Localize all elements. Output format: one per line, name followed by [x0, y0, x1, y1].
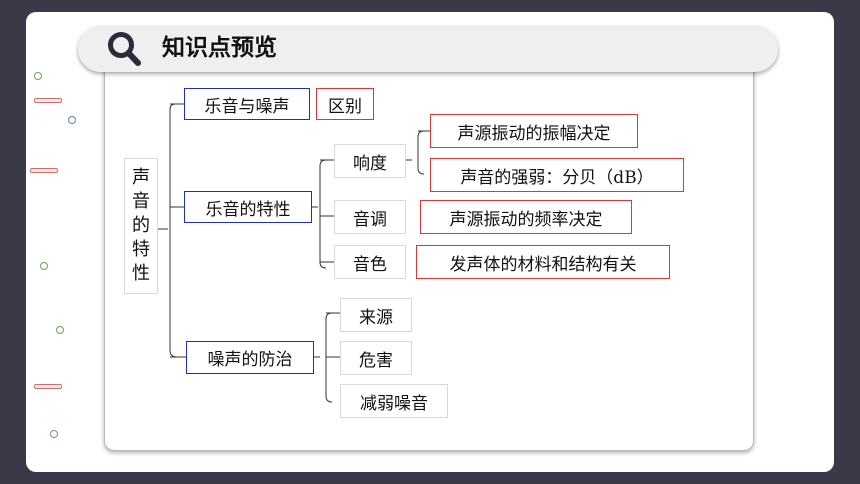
mindmap-root-char: 声 — [132, 167, 150, 188]
detail-material: 发声体的材料和结构有关 — [416, 245, 670, 279]
decorative-dot — [56, 326, 64, 334]
header-bar — [78, 26, 778, 72]
detail-difference: 区别 — [316, 88, 374, 120]
search-icon — [108, 32, 141, 66]
branch-music-characteristics: 乐音的特性 — [184, 191, 312, 223]
node-loudness: 响度 — [334, 144, 406, 178]
branch-music-and-noise: 乐音与噪声 — [184, 88, 310, 120]
mindmap-root-char: 性 — [132, 263, 150, 284]
decorative-dot — [34, 72, 42, 80]
decorative-dash — [30, 168, 58, 173]
node-pitch: 音调 — [334, 200, 406, 234]
page-title: 知识点预览 — [162, 35, 277, 61]
detail-frequency: 声源振动的频率决定 — [420, 200, 632, 234]
decorative-dash — [34, 384, 62, 389]
decorative-dot — [68, 116, 76, 124]
node-harm: 危害 — [340, 341, 412, 375]
mindmap-root-char: 特 — [132, 239, 150, 260]
decorative-dot — [50, 430, 58, 438]
node-source: 来源 — [340, 298, 412, 332]
branch-noise-control: 噪声的防治 — [186, 341, 314, 374]
detail-amplitude: 声源振动的振幅决定 — [430, 114, 638, 148]
detail-decibel: 声音的强弱：分贝（dB） — [430, 158, 684, 192]
node-reduce-noise: 减弱噪音 — [340, 384, 448, 418]
mindmap-root: 声 音 的 特 性 — [124, 158, 158, 294]
mindmap-root-char: 的 — [132, 215, 150, 236]
node-timbre: 音色 — [334, 245, 406, 279]
decorative-dot — [40, 262, 48, 270]
decorative-dash — [34, 98, 62, 103]
mindmap-root-char: 音 — [132, 191, 150, 212]
